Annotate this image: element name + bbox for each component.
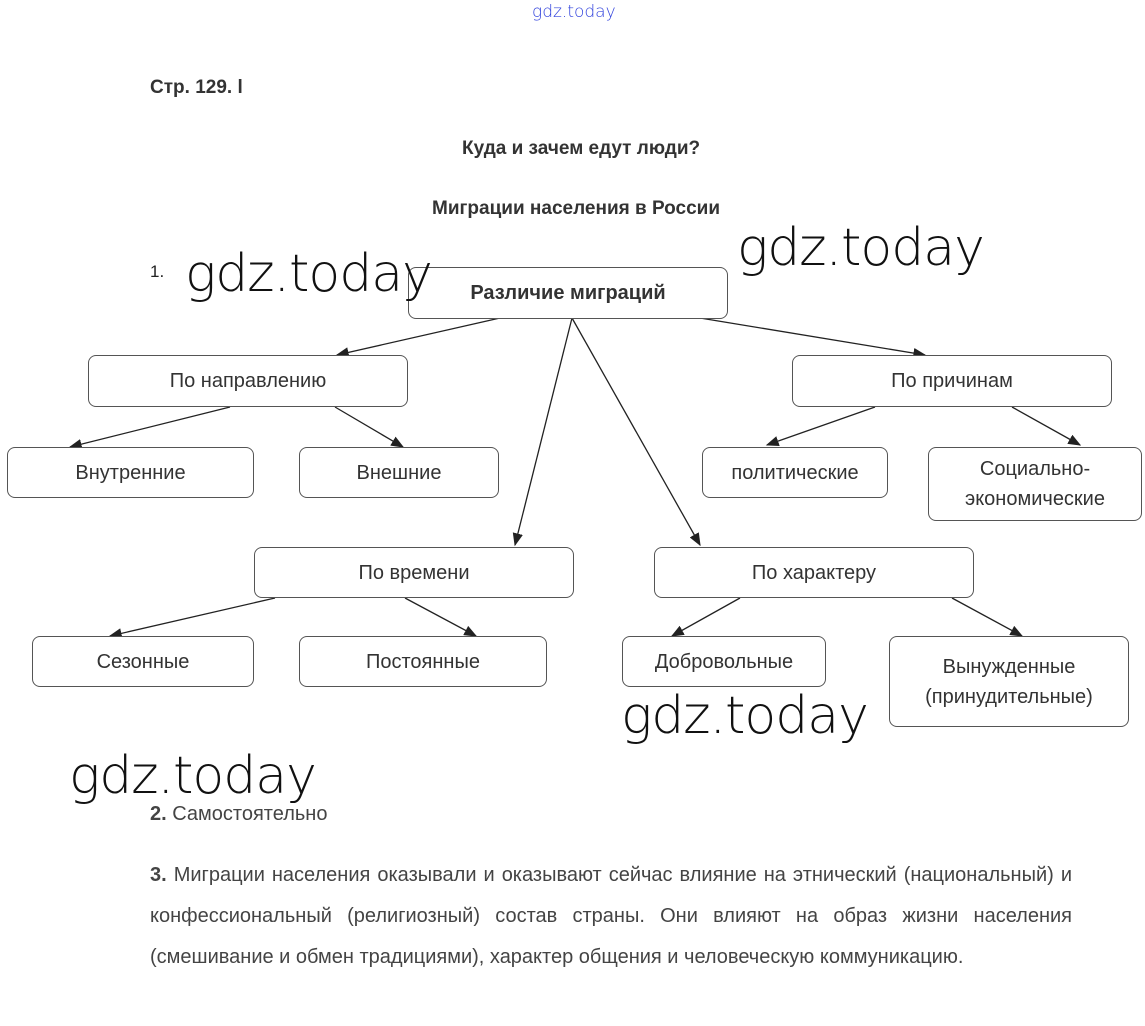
node-label: (принудительные)	[925, 685, 1093, 708]
node-label: По характеру	[751, 561, 877, 584]
arrow	[670, 597, 741, 637]
node-internal: Внутренние	[7, 447, 254, 498]
item-2: 2. Самостоятельно	[150, 794, 1072, 835]
item-3-text: Миграции населения оказывали и оказывают…	[150, 864, 1072, 968]
node-label: Внешние	[356, 461, 442, 484]
item-2-text: Самостоятельно	[166, 803, 328, 825]
node-label: Внутренние	[75, 461, 186, 484]
watermark: gdz.today	[185, 244, 433, 304]
lesson-title: Куда и зачем едут люди?	[462, 138, 701, 159]
arrow	[334, 406, 405, 448]
node-direction: По направлению	[88, 355, 408, 407]
node-label: политические	[731, 461, 859, 484]
node-label: Сезонные	[96, 650, 190, 673]
node-label: По причинам	[891, 370, 1013, 392]
node-external: Внешние	[299, 447, 499, 498]
arrow	[951, 597, 1024, 637]
node-label: Различие миграций	[470, 282, 666, 304]
node-time: По времени	[254, 547, 574, 598]
node-label: Добровольные	[654, 650, 794, 673]
arrow	[699, 317, 927, 359]
node-label: Вынужденные	[942, 655, 1076, 678]
watermark: gdz.today	[737, 218, 985, 278]
node-voluntary: Добровольные	[622, 636, 826, 687]
item-1-number: 1.	[150, 262, 165, 281]
lesson-subtitle: Миграции населения в России	[432, 198, 721, 219]
node-root: Различие миграций	[408, 267, 728, 319]
node-seasonal: Сезонные	[32, 636, 254, 687]
arrow	[335, 317, 501, 358]
watermark: gdz.today	[621, 686, 869, 746]
node-label: По направлению	[169, 370, 327, 392]
item-3: 3. Миграции населения оказывали и оказыв…	[150, 855, 1072, 978]
node-socio-economic: Социально-экономические	[928, 447, 1142, 521]
node-label: Постоянные	[366, 650, 480, 673]
node-label: По времени	[358, 561, 470, 584]
node-label: Социально-	[979, 458, 1091, 480]
page-reference: Стр. 129. l	[150, 77, 243, 98]
item-2-number: 2.	[150, 803, 167, 825]
arrow	[765, 406, 876, 447]
item-3-number: 3.	[150, 864, 167, 886]
node-forced: Вынужденные (принудительные)	[889, 636, 1129, 727]
watermark: gdz.today	[69, 746, 317, 806]
arrow	[68, 406, 231, 450]
node-reasons: По причинам	[792, 355, 1112, 407]
arrow	[108, 597, 276, 639]
arrow	[1011, 406, 1082, 446]
node-label: экономические	[965, 488, 1105, 510]
arrow	[571, 317, 701, 547]
arrow	[404, 597, 478, 637]
node-character: По характеру	[654, 547, 974, 598]
node-permanent: Постоянные	[299, 636, 547, 687]
header-watermark: gdz.today	[532, 2, 616, 22]
node-political: политические	[702, 447, 888, 498]
arrow	[512, 317, 573, 547]
